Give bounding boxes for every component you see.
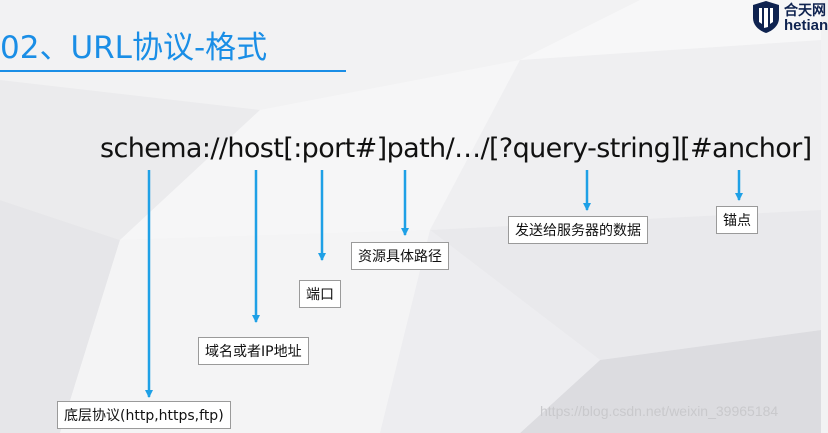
schema-label: 底层协议(http,https,ftp) — [57, 401, 231, 429]
shield-icon — [753, 1, 779, 33]
anchor-label: 锚点 — [716, 206, 758, 234]
host-label: 域名或者IP地址 — [198, 337, 309, 365]
query-label: 发送给服务器的数据 — [508, 216, 648, 244]
hetian-logo: 合天网 hetian — [748, 0, 828, 36]
logo-text-cn: 合天网 — [784, 3, 826, 19]
watermark-url: https://blog.csdn.net/weixin_39965184 — [540, 403, 779, 419]
slide-title: 02、URL协议-格式 — [0, 30, 268, 66]
title-underline — [0, 70, 346, 72]
path-label: 资源具体路径 — [351, 242, 449, 270]
logo-text-en: hetian — [784, 17, 828, 34]
port-label: 端口 — [299, 280, 341, 308]
url-format-string: schema://host[:port#]path/…/[?query-stri… — [100, 133, 812, 164]
